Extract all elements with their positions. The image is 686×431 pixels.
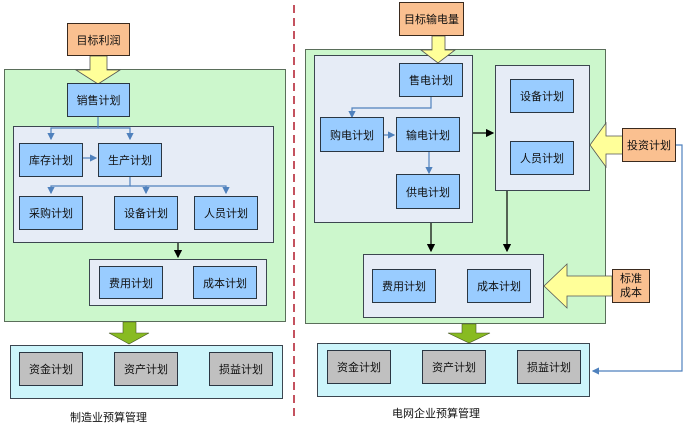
standard-cost-line1: 标准 — [620, 272, 642, 285]
target-power-box: 目标输电量 — [399, 2, 464, 36]
standard-cost-line2: 成本 — [620, 286, 642, 299]
yellow-down-arrow-left — [74, 55, 122, 85]
right-profit-loss-plan-box: 损益计划 — [517, 350, 581, 384]
capital-plan-box: 资金计划 — [19, 352, 83, 386]
expense-plan-box: 费用计划 — [99, 266, 163, 299]
sales-plan-box: 销售计划 — [67, 83, 130, 117]
target-profit-box: 目标利润 — [67, 23, 130, 56]
right-equipment-plan-box: 设备计划 — [510, 79, 574, 113]
profit-loss-plan-box: 损益计划 — [209, 352, 273, 386]
green-down-arrow-right — [447, 323, 491, 344]
transmit-power-plan-box: 输电计划 — [396, 117, 460, 152]
purchase-plan-box: 采购计划 — [19, 196, 83, 230]
right-capital-plan-box: 资金计划 — [327, 350, 391, 384]
inventory-plan-box: 库存计划 — [19, 143, 83, 177]
right-caption: 电网企业预算管理 — [392, 407, 480, 420]
sell-power-plan-box: 售电计划 — [399, 63, 463, 97]
production-plan-box: 生产计划 — [98, 143, 162, 177]
buy-power-plan-box: 购电计划 — [320, 117, 384, 152]
green-down-arrow-left — [108, 321, 150, 345]
yellow-left-arrow-investment — [589, 121, 625, 169]
left-blue-connectors — [47, 117, 230, 195]
yellow-down-arrow-right — [419, 35, 457, 64]
right-asset-plan-box: 资产计划 — [422, 350, 486, 384]
right-cost-plan-box: 成本计划 — [467, 269, 531, 303]
cost-plan-box: 成本计划 — [193, 266, 257, 299]
asset-plan-box: 资产计划 — [114, 352, 178, 386]
standard-cost-box: 标准 成本 — [612, 269, 650, 303]
investment-plan-box: 投资计划 — [622, 128, 676, 162]
supply-power-plan-box: 供电计划 — [396, 174, 460, 209]
equipment-plan-box: 设备计划 — [114, 196, 178, 230]
personnel-plan-box: 人员计划 — [194, 196, 258, 230]
right-personnel-plan-box: 人员计划 — [510, 141, 574, 175]
yellow-left-arrow-standard-cost — [543, 263, 613, 309]
right-expense-plan-box: 费用计划 — [372, 269, 436, 303]
right-blue-connectors — [348, 97, 683, 375]
left-caption: 制造业预算管理 — [70, 411, 147, 424]
right-black-connectors — [426, 128, 512, 253]
